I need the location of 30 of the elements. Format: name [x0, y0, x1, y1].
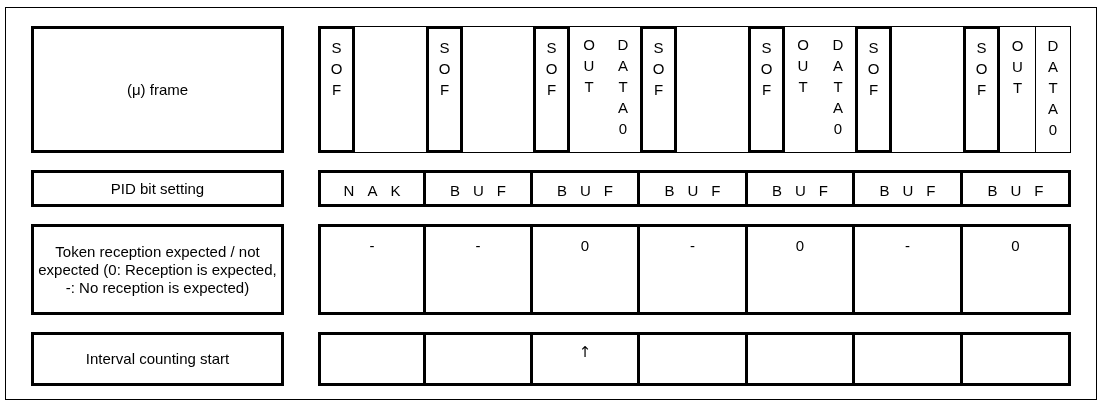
packet-box: SOF — [318, 26, 355, 153]
token-expectation-value: 0 — [1011, 237, 1020, 255]
row-header-box: Token reception expected / not expected (0: Reception is expected, -: No reception is expected) — [31, 224, 284, 315]
packet-label: DATA0 — [831, 35, 845, 139]
packet-box: SOF — [748, 26, 785, 153]
packet-label: OUT — [796, 35, 810, 97]
token-expectation-value: 0 — [795, 237, 805, 255]
row-header-box: Interval counting start — [31, 332, 284, 386]
packet-label: OUT — [582, 35, 596, 97]
pid-value: BUF — [772, 182, 841, 200]
packet-box: SOF — [426, 26, 463, 153]
pid-value: BUF — [879, 182, 949, 200]
packet-box: SOF — [640, 26, 677, 153]
token-expectation-value: - — [475, 237, 481, 255]
pid-value: BUF — [664, 182, 734, 200]
pid-value: NAK — [343, 182, 414, 200]
pid-value: BUF — [987, 182, 1057, 200]
token-expectation-value: - — [690, 237, 695, 255]
pid-value: BUF — [557, 182, 626, 200]
token-expectation-value: - — [905, 237, 910, 255]
row-header-box: (μ) frame — [31, 26, 284, 153]
token-expectation-value: - — [369, 237, 375, 255]
packet-box: SOF — [963, 26, 1000, 153]
packet-box: SOF — [855, 26, 892, 153]
pid-value: BUF — [450, 182, 519, 200]
interval-start-mark: ↑ — [578, 343, 592, 361]
packet-box: SOF — [533, 26, 570, 153]
packet-label: DATA0 — [616, 35, 630, 139]
row-header-box: PID bit setting — [31, 170, 284, 207]
token-expectation-value: 0 — [580, 237, 590, 255]
